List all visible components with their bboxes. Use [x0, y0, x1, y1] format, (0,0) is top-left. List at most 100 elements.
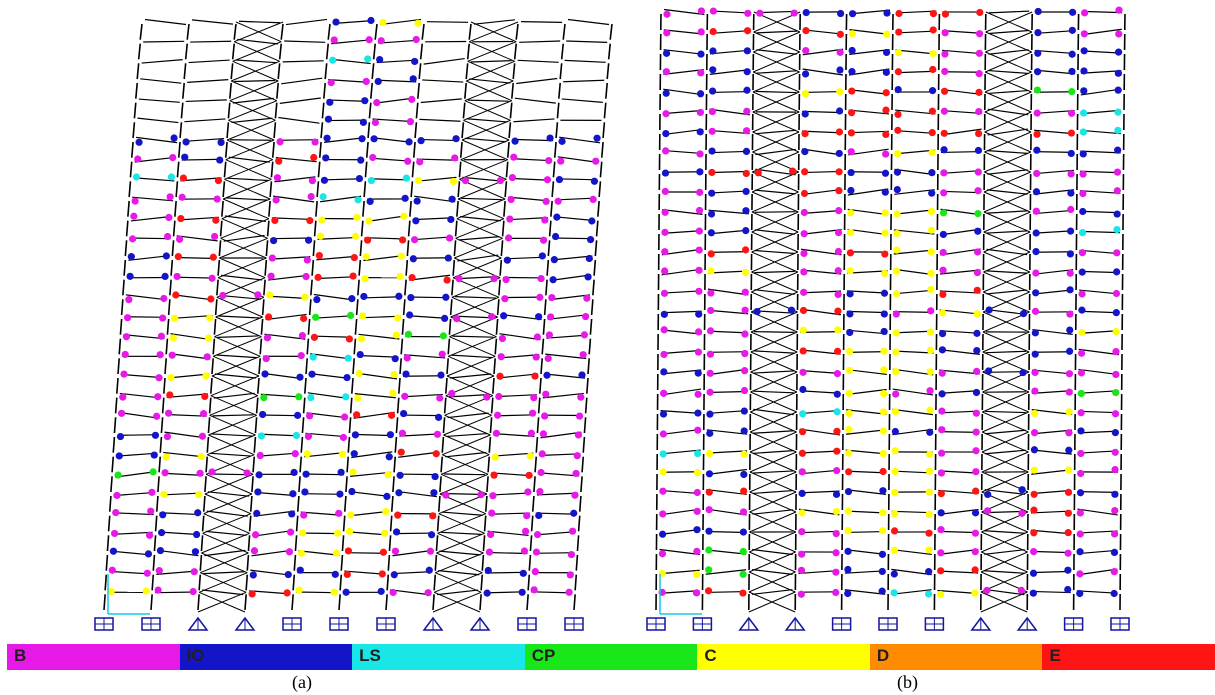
- column-segment: [552, 161, 556, 178]
- column-segment: [405, 259, 409, 276]
- hinge: [937, 526, 945, 534]
- beam: [164, 431, 206, 439]
- column-segment: [216, 279, 219, 296]
- hinge: [695, 227, 703, 235]
- hinge: [488, 313, 496, 321]
- hinge: [848, 30, 856, 38]
- beam: [185, 99, 227, 103]
- hinge: [832, 507, 840, 516]
- hinge: [531, 372, 539, 380]
- column-segment: [251, 476, 254, 493]
- hinge: [195, 490, 203, 499]
- brace: [461, 139, 508, 161]
- legend-label-d: D: [876, 646, 890, 665]
- beam: [564, 59, 606, 63]
- brace: [225, 159, 272, 180]
- hinge: [1065, 466, 1073, 474]
- hinge: [739, 547, 747, 556]
- hinge: [529, 409, 537, 417]
- hinge: [572, 469, 580, 478]
- column-segment: [448, 318, 452, 335]
- hinge: [835, 187, 843, 195]
- beam: [134, 156, 176, 163]
- hinge: [1078, 229, 1087, 237]
- hinge: [1033, 68, 1042, 76]
- hinge: [1034, 49, 1042, 57]
- hinge: [880, 327, 888, 336]
- beam: [359, 315, 401, 319]
- beam: [235, 59, 277, 64]
- hinge: [835, 149, 843, 158]
- beam: [187, 79, 229, 83]
- hinge: [583, 294, 591, 302]
- hinge: [539, 430, 548, 438]
- hinge: [924, 590, 933, 598]
- hinge: [197, 453, 205, 461]
- hinge: [248, 590, 256, 598]
- hinge: [377, 587, 385, 595]
- hinge: [705, 527, 713, 535]
- column-segment: [574, 574, 578, 591]
- column-segment: [560, 43, 565, 60]
- hinge: [832, 490, 841, 498]
- hinge: [974, 248, 982, 256]
- hinge: [209, 253, 217, 261]
- beam: [426, 21, 469, 23]
- hinge: [161, 469, 169, 477]
- beam: [211, 433, 253, 437]
- hinge: [394, 314, 402, 322]
- hinge: [1030, 529, 1038, 537]
- hinge: [971, 566, 979, 574]
- column-segment: [221, 200, 224, 217]
- column-segment: [387, 554, 391, 571]
- hinge: [403, 354, 411, 362]
- column-segment: [453, 240, 457, 257]
- column-segment: [352, 358, 356, 375]
- hinge: [142, 587, 150, 595]
- hinge: [1033, 169, 1041, 178]
- hinge: [1110, 589, 1118, 598]
- hinge: [300, 314, 308, 323]
- beam: [561, 98, 603, 104]
- hinge: [436, 394, 444, 402]
- hinge: [836, 88, 844, 96]
- beam: [519, 40, 561, 43]
- hinge: [518, 588, 526, 596]
- hinge: [937, 549, 945, 557]
- beam: [466, 118, 508, 123]
- hinge: [892, 290, 901, 298]
- hinge: [303, 450, 311, 458]
- beam: [257, 452, 299, 457]
- hinge: [1031, 307, 1040, 315]
- column-segment: [273, 122, 277, 139]
- hinge: [662, 147, 670, 155]
- hinge: [1111, 429, 1119, 437]
- hinge: [1067, 149, 1075, 158]
- hinge: [1078, 249, 1087, 257]
- beam: [128, 255, 170, 261]
- hinge: [708, 168, 716, 177]
- hinge: [430, 489, 438, 497]
- hinge: [1066, 227, 1075, 235]
- column-segment: [372, 43, 377, 60]
- hinge: [660, 289, 669, 297]
- hinge: [189, 587, 197, 596]
- brace: [229, 100, 276, 121]
- column-segment: [482, 535, 486, 552]
- column-segment: [152, 554, 156, 571]
- column-segment: [550, 200, 553, 217]
- hinge: [545, 331, 554, 339]
- hinge: [521, 527, 530, 535]
- hinge: [894, 68, 902, 76]
- legend-segment-cp: CP: [524, 644, 698, 670]
- column-segment: [355, 299, 359, 316]
- hinge: [929, 50, 937, 58]
- hinge: [739, 570, 747, 578]
- beam: [281, 77, 323, 85]
- hinge: [835, 168, 843, 176]
- hinge: [927, 207, 936, 216]
- hinge: [424, 589, 432, 597]
- column-segment: [291, 594, 294, 611]
- hinge: [696, 108, 705, 117]
- column-segment: [315, 200, 318, 217]
